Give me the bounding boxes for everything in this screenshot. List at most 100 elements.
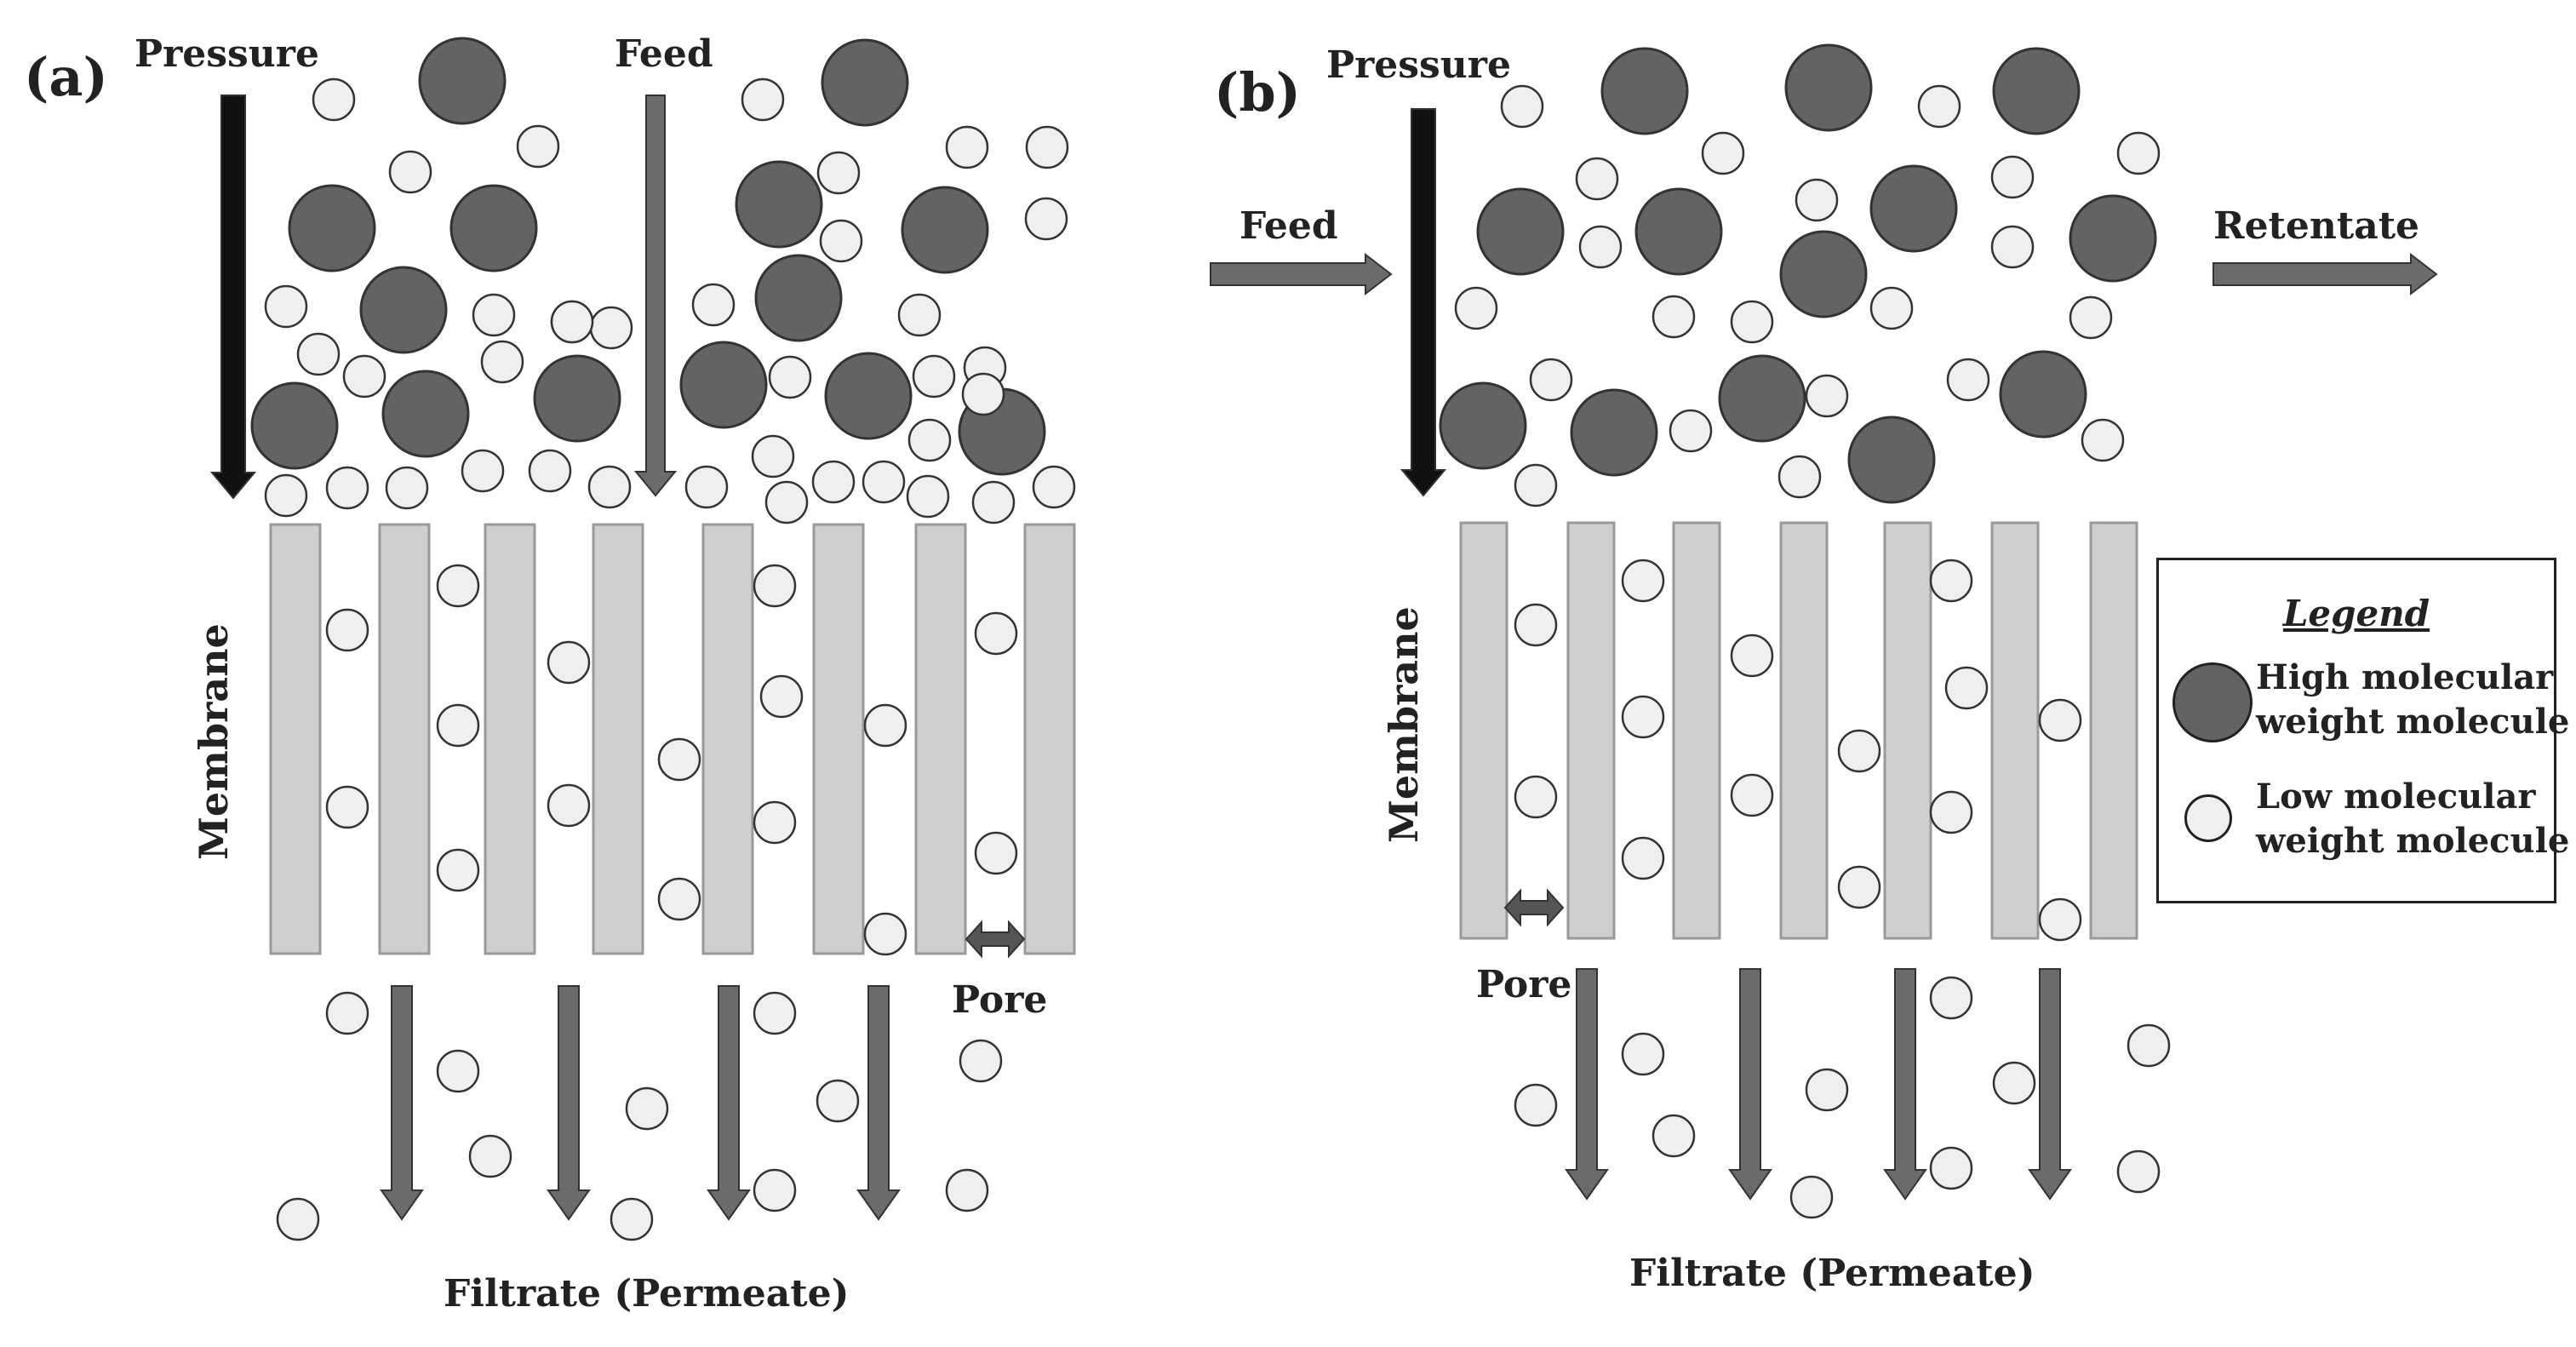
panel-b-pore-molecule: [1621, 695, 1665, 739]
panel-b-high-mw-molecule: [1784, 43, 1873, 132]
panel-b-low-mw-molecule: [1575, 157, 1619, 201]
panel-b-letter: (b): [1214, 61, 1302, 123]
panel-b-low-mw-molecule: [1990, 225, 2035, 269]
panel-a-filtrate-label: Filtrate (Permeate): [444, 1272, 850, 1315]
panel-a-pore-molecule: [547, 783, 591, 828]
panel-a-permeate-molecule: [276, 1197, 320, 1241]
panel-b-low-mw-molecule: [1652, 295, 1696, 339]
panel-a-pore-molecule: [753, 800, 797, 845]
panel-a-pore-molecule: [657, 877, 701, 921]
legend-low-line2: weight molecule: [2256, 821, 2570, 861]
panel-a-permeate-molecule: [610, 1197, 654, 1241]
panel-b-pore-molecule: [1514, 775, 1558, 819]
panel-b-pore-molecule: [2038, 897, 2082, 942]
panel-a-high-mw-molecule: [901, 186, 989, 274]
panel-a-pore-molecule: [759, 674, 804, 719]
panel-a-low-mw-molecule: [516, 124, 560, 169]
panel-b-low-mw-molecule: [1454, 286, 1498, 330]
panel-a-permeate-molecule: [753, 1168, 797, 1212]
panel-b-high-mw-molecule: [1779, 230, 1868, 318]
panel-a-pore-molecule: [863, 912, 907, 956]
panel-a-low-mw-molecule: [325, 466, 369, 510]
panel-b-low-mw-molecule: [2069, 295, 2113, 340]
panel-a-permeate-molecule: [325, 991, 369, 1035]
panel-b-permeate-molecule: [1621, 1032, 1665, 1076]
legend-high-mw-text: High molecular weight molecule: [2256, 656, 2569, 744]
panel-b-pore-molecule: [1837, 865, 1881, 909]
panel-a-pore-molecule: [974, 611, 1018, 656]
panel-a-low-mw-molecule: [296, 332, 341, 376]
panel-a-filtrate-arrow: [547, 985, 591, 1221]
panel-a-low-mw-molecule: [264, 284, 308, 329]
panel-a-permeate-molecule: [436, 1049, 480, 1093]
panel-a-filtrate-arrow: [707, 985, 751, 1221]
panel-b-pore-label: Pore: [1476, 963, 1572, 1006]
panel-b-filtrate-arrow: [1728, 968, 1772, 1201]
panel-a-high-mw-molecule: [449, 184, 538, 272]
panel-b-permeate-molecule: [1514, 1083, 1558, 1127]
panel-a-low-mw-molecule: [264, 473, 308, 518]
panel-b-low-mw-molecule: [1701, 131, 1745, 175]
panel-b-high-mw-molecule: [1718, 354, 1806, 443]
panel-b-feed-label: Feed: [1239, 204, 1338, 248]
panel-a-low-mw-molecule: [684, 465, 729, 509]
panel-a-low-mw-molecule: [897, 293, 942, 337]
panel-b-pressure-arrow: [1400, 108, 1447, 497]
panel-b-high-mw-molecule: [1476, 187, 1565, 276]
panel-a-high-mw-molecule: [359, 266, 448, 354]
panel-b-permeate-molecule: [1652, 1114, 1696, 1158]
panel-b-pore-molecule: [1929, 790, 1973, 834]
panel-b-pore-molecule: [1944, 666, 1989, 710]
panel-b-low-mw-molecule: [1805, 374, 1849, 418]
panel-b-permeate-molecule: [2127, 1023, 2171, 1068]
panel-a-pore-label: Pore: [952, 978, 1048, 1022]
panel-b-low-mw-molecule: [1669, 409, 1713, 453]
panel-b-pore-molecule: [1621, 559, 1665, 603]
panel-a-pressure-arrow: [209, 95, 257, 500]
panel-a-low-mw-molecule: [741, 77, 785, 122]
panel-a-low-mw-molecule: [1032, 465, 1076, 509]
panel-a-low-mw-molecule: [1024, 197, 1068, 241]
legend-high-line2: weight molecule: [2256, 702, 2570, 742]
panel-a-pore-molecule: [863, 703, 907, 748]
panel-b-pore-molecule: [1621, 836, 1665, 880]
panel-a-high-mw-molecule: [821, 38, 909, 127]
panel-b-permeate-molecule: [1929, 1146, 1973, 1190]
panel-b-membrane-bar: [1566, 521, 1616, 940]
panel-b-membrane-bar: [1459, 521, 1508, 940]
panel-a-filtrate-arrow: [856, 985, 901, 1221]
panel-a-low-mw-molecule: [589, 306, 633, 350]
panel-a-feed-arrow: [633, 95, 678, 497]
panel-a-low-mw-molecule: [945, 125, 989, 169]
panel-b-low-mw-molecule: [1529, 358, 1573, 402]
panel-a-high-mw-molecule: [824, 352, 913, 440]
panel-a-high-mw-molecule: [735, 160, 823, 249]
panel-a-membrane-bar: [269, 523, 322, 955]
panel-a-permeate-molecule: [625, 1086, 669, 1131]
panel-b-permeate-molecule: [1992, 1061, 2036, 1105]
panel-b-pressure-label: Pressure: [1326, 43, 1511, 87]
panel-a-pore-molecule: [325, 608, 369, 652]
panel-a-low-mw-molecule: [819, 219, 863, 263]
panel-b-membrane-bar: [1990, 521, 2040, 940]
panel-b-low-mw-molecule: [2116, 131, 2161, 175]
legend-high-line1: High molecular: [2256, 657, 2554, 697]
panel-b-high-mw-molecule: [1570, 388, 1658, 477]
panel-b-filtrate-arrow: [1565, 968, 1609, 1201]
panel-b-permeate-molecule: [1789, 1175, 1834, 1219]
panel-a-low-mw-molecule: [312, 77, 356, 122]
panel-a-permeate-molecule: [816, 1079, 860, 1123]
legend: Legend High molecular weight molecule Lo…: [2156, 558, 2569, 903]
panel-a-low-mw-molecule: [971, 480, 1016, 524]
panel-a-membrane-label: Membrane: [191, 623, 237, 860]
panel-b-pore-molecule: [1837, 729, 1881, 773]
panel-b-pore-molecule: [2038, 698, 2082, 742]
panel-a-low-mw-molecule: [862, 460, 906, 504]
panel-a-permeate-molecule: [959, 1039, 1003, 1083]
panel-b-high-mw-molecule: [1634, 187, 1723, 276]
panel-a-low-mw-molecule: [388, 150, 432, 194]
legend-low-line1: Low molecular: [2256, 777, 2536, 817]
panel-b-high-mw-molecule: [1999, 350, 2087, 438]
panel-a-low-mw-molecule: [385, 466, 429, 510]
